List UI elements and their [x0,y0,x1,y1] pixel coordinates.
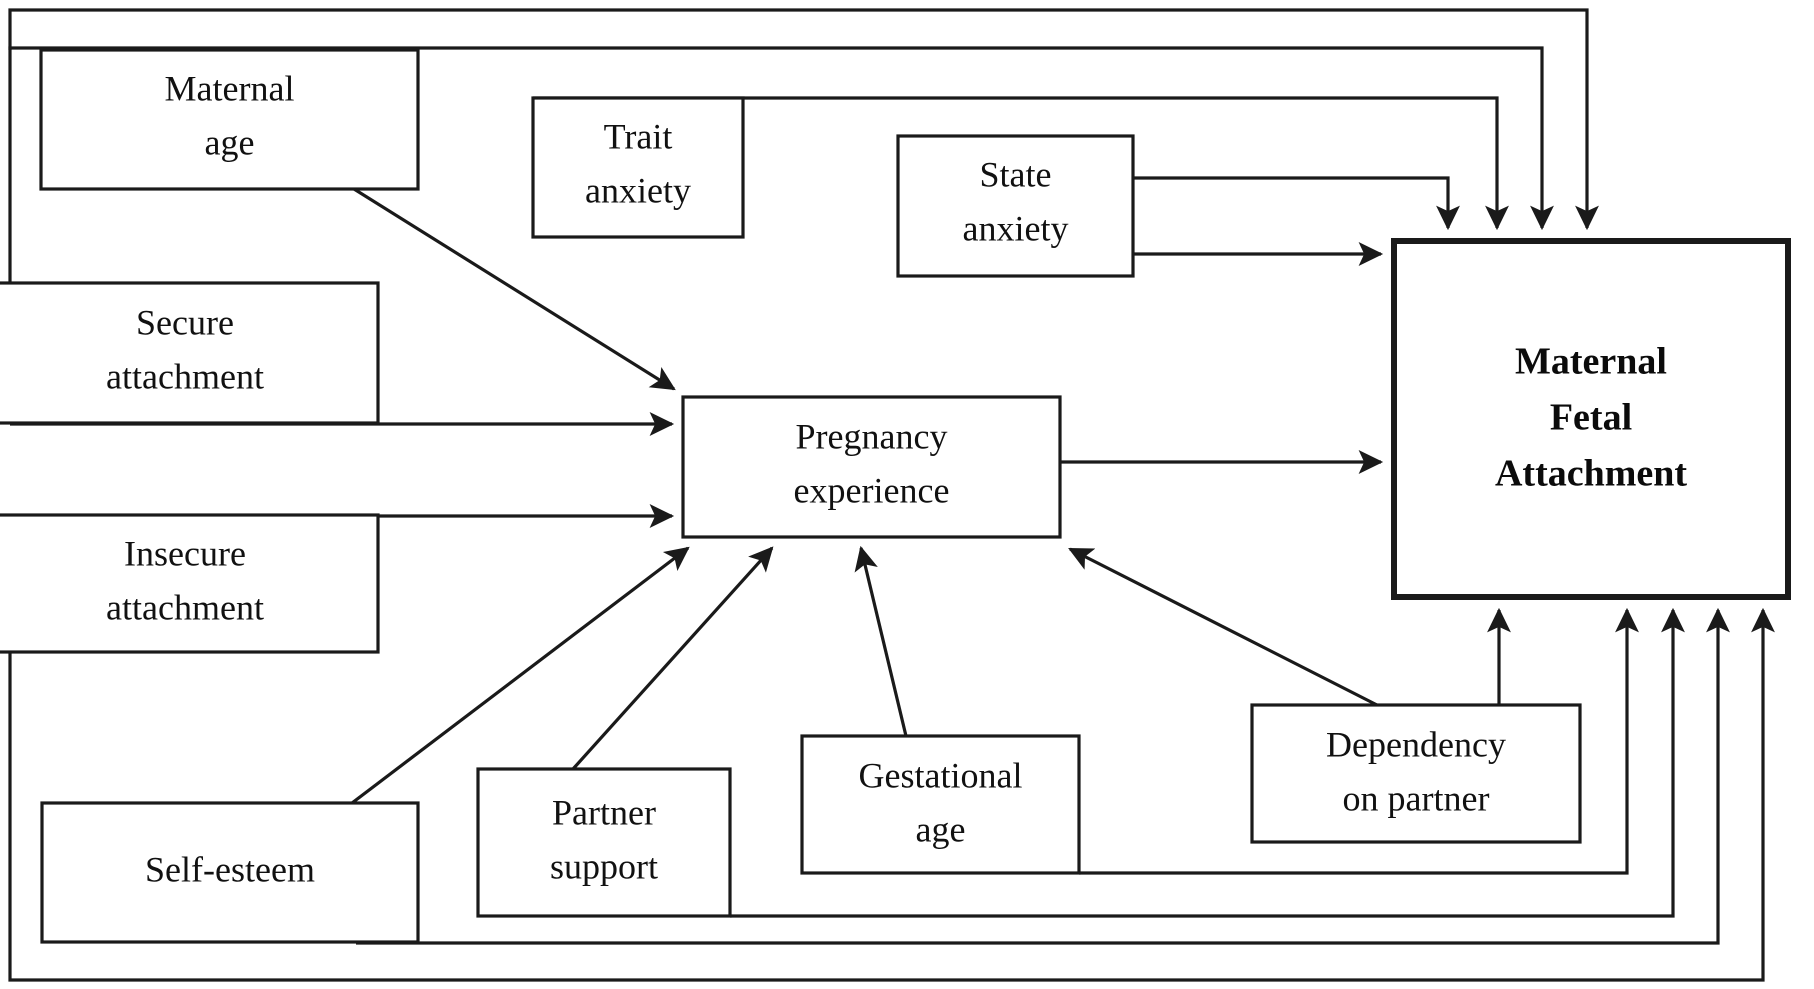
edge-insecure-attachment-to-mfa [8,607,1775,982]
node-maternal-fetal-attachment[interactable]: Maternal Fetal Attachment [1391,238,1791,600]
edge-maternal-age-to-mfa [8,8,1599,231]
node-secure-attachment-label-line2: attachment [106,356,264,396]
edge-dependency-to-pregnancy-experience [1068,547,1378,707]
node-trait-anxiety-label-line1: Trait [604,116,673,156]
node-state-anxiety-label-line2: anxiety [963,208,1069,248]
node-self-esteem[interactable]: Self-esteem [40,801,420,944]
node-pregnancy-experience-label-line2: experience [794,470,950,510]
edge-maternal-age-to-pregnancy-experience [353,187,676,391]
node-gestational-age[interactable]: Gestational age [800,734,1081,875]
node-maternal-age-label-line1: Maternal [165,68,295,108]
node-insecure-attachment-label-line1: Insecure [124,533,246,573]
node-gestational-age-label-line2: age [916,809,966,849]
edge-gestational-age-to-mfa [1079,607,1639,875]
node-insecure-attachment-label-line2: attachment [106,587,264,627]
node-state-anxiety-label-line1: State [980,154,1052,194]
node-partner-support[interactable]: Partner support [476,767,732,918]
node-dependency-on-partner-label-line1: Dependency [1326,724,1506,764]
edge-secure-attachment-to-mfa [8,46,1554,283]
node-dependency-on-partner-label-line2: on partner [1343,778,1490,818]
node-insecure-attachment[interactable]: Insecure attachment [0,513,380,654]
edge-self-esteem-to-pregnancy-experience [351,546,690,805]
node-partner-support-label-line1: Partner [552,792,656,832]
node-self-esteem-label-line1: Self-esteem [145,849,315,889]
edge-partner-support-to-pregnancy-experience [571,546,774,771]
node-secure-attachment-label-line1: Secure [136,302,234,342]
node-maternal-fetal-attachment-label-line3: Attachment [1495,453,1687,495]
node-trait-anxiety-label-line2: anxiety [585,170,691,210]
node-partner-support-label-line2: support [550,846,658,886]
node-trait-anxiety[interactable]: Trait anxiety [531,96,745,239]
node-maternal-age-label-line2: age [205,122,255,162]
edge-gestational-age-to-pregnancy-experience [854,545,908,737]
edge-trait-anxiety-to-mfa [533,96,1509,231]
node-pregnancy-experience-label-line1: Pregnancy [796,416,948,456]
edge-layer [8,8,1775,982]
node-layer: Maternal age Secure attachment Insecure … [0,48,1791,944]
edge-self-esteem-to-mfa [356,607,1730,945]
node-maternal-age[interactable]: Maternal age [39,48,420,191]
node-maternal-fetal-attachment-label-line1: Maternal [1515,341,1667,383]
node-gestational-age-label-line1: Gestational [859,755,1023,795]
node-pregnancy-experience[interactable]: Pregnancy experience [681,395,1062,539]
node-maternal-fetal-attachment-label-line2: Fetal [1550,397,1632,439]
edge-state-anxiety-top-to-mfa [1133,176,1460,231]
node-state-anxiety[interactable]: State anxiety [896,134,1135,278]
edge-partner-support-to-mfa [730,607,1685,918]
node-dependency-on-partner[interactable]: Dependency on partner [1250,703,1582,844]
node-secure-attachment[interactable]: Secure attachment [0,281,380,425]
